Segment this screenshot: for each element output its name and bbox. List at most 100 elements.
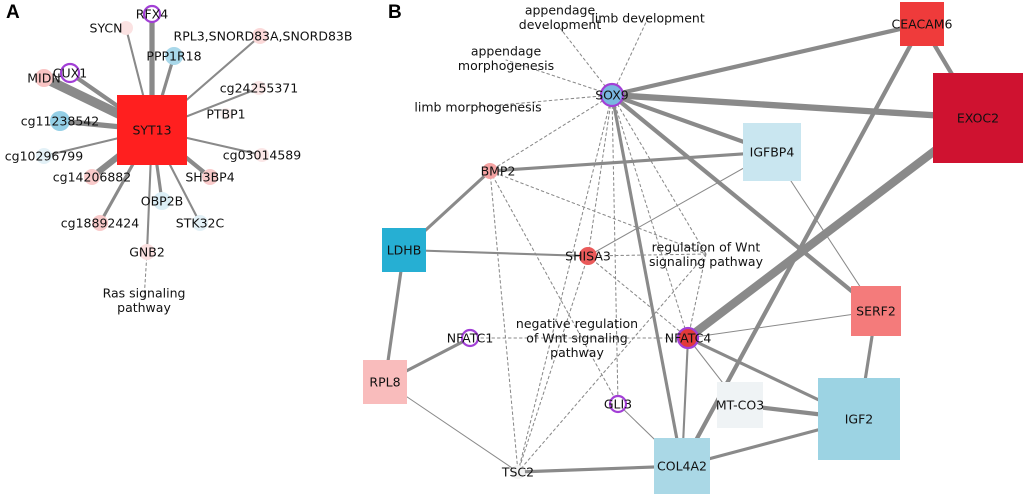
node-ceacam6[interactable]: CEACAM6: [892, 2, 953, 46]
edge-regulation-of-wnt-signaling-pathway-tsc2: [517, 253, 707, 473]
edge-sox9-appendage-morphogenesis: [505, 59, 613, 96]
node-cg24255371[interactable]: cg24255371: [220, 81, 298, 96]
node-label-sycn: SYCN: [90, 21, 123, 36]
edge-serf2-nfatc4: [687, 310, 877, 339]
node-label-sox9: SOX9: [595, 88, 629, 103]
edge-bmp2-tsc2: [489, 170, 519, 473]
node-label-rpl8: RPL8: [369, 375, 400, 390]
edge-ldhb-shisa3: [402, 248, 590, 258]
node-label-cg14206882: cg14206882: [53, 170, 131, 185]
panel-b-label: B: [388, 2, 402, 23]
edge-sox9-appendage-development: [559, 27, 613, 96]
node-label-limb-development: limb development: [591, 11, 705, 26]
node-label-ptbp1: PTBP1: [206, 107, 245, 122]
node-label-tsc2: TSC2: [501, 465, 534, 480]
node-rpl3-snord83a-snord83b[interactable]: RPL3,SNORD83A,SNORD83B: [174, 28, 353, 44]
node-label-ceacam6: CEACAM6: [892, 17, 953, 32]
edge-sox9-nfatc4: [611, 94, 689, 339]
node-gnb2[interactable]: GNB2: [129, 244, 165, 260]
node-label-exoc2: EXOC2: [957, 111, 999, 126]
edge-shisa3-tsc2: [517, 255, 589, 473]
node-label-cg18892424: cg18892424: [61, 216, 139, 231]
node-nfatc1[interactable]: NFATC1: [447, 328, 494, 348]
node-igfbp4[interactable]: IGFBP4: [743, 123, 801, 181]
node-label-rfx4: RFX4: [136, 7, 168, 22]
node-label-cg03014589: cg03014589: [223, 148, 301, 163]
node-ptbp1[interactable]: PTBP1: [206, 107, 245, 122]
node-cux1[interactable]: CUX1: [53, 62, 87, 84]
node-midn[interactable]: MIDN: [27, 69, 61, 87]
node-cg10296799[interactable]: cg10296799: [5, 148, 83, 164]
node-ppp1r18[interactable]: PPP1R18: [146, 47, 202, 65]
node-serf2[interactable]: SERF2: [851, 286, 901, 336]
node-label-bmp2: BMP2: [481, 164, 516, 179]
edge-exoc2-nfatc4: [683, 113, 983, 343]
node-rfx4[interactable]: RFX4: [136, 4, 168, 24]
node-label-serf2: SERF2: [856, 304, 896, 319]
edge-gnb2-ras-signaling-pathway: [143, 251, 148, 301]
node-label-ppp1r18: PPP1R18: [146, 49, 201, 64]
node-label-col4a2: COL4A2: [657, 459, 707, 474]
node-syt13[interactable]: SYT13: [117, 95, 187, 165]
node-label-shisa3: SHISA3: [565, 249, 611, 264]
node-label-cux1: CUX1: [53, 66, 87, 81]
edge-bmp2-gli3: [489, 170, 619, 405]
node-label-cg24255371: cg24255371: [220, 81, 298, 96]
edge-shisa3-nfatc4: [587, 255, 689, 339]
node-igf2[interactable]: IGF2: [818, 378, 900, 460]
node-label-nfatc4: NFATC4: [665, 331, 712, 346]
node-sox9[interactable]: SOX9: [595, 82, 629, 108]
node-label-ldhb: LDHB: [387, 243, 422, 258]
node-label-syt13: SYT13: [132, 123, 171, 138]
node-cg03014589[interactable]: cg03014589: [223, 148, 301, 163]
node-obp2b[interactable]: OBP2B: [141, 192, 183, 210]
node-sh3bp4[interactable]: SH3BP4: [185, 169, 235, 185]
edge-sox9-tsc2: [517, 94, 613, 473]
edge-sox9-col4a2: [610, 93, 684, 468]
node-cg14206882[interactable]: cg14206882: [53, 169, 131, 185]
node-label-sh3bp4: SH3BP4: [185, 170, 234, 185]
edge-igfbp4-shisa3: [587, 151, 773, 257]
node-label-obp2b: OBP2B: [141, 194, 183, 209]
node-cg18892424[interactable]: cg18892424: [61, 215, 139, 231]
node-label-gli3: GLI3: [604, 397, 632, 412]
node-exoc2[interactable]: EXOC2: [933, 73, 1023, 163]
node-label-igf2: IGF2: [845, 412, 874, 427]
node-bmp2[interactable]: BMP2: [481, 163, 516, 179]
node-sycn[interactable]: SYCN: [90, 21, 133, 36]
edge-sox9-shisa3: [587, 94, 613, 257]
node-label-stk32c: STK32C: [176, 216, 225, 231]
node-ldhb[interactable]: LDHB: [382, 228, 426, 272]
node-nfatc4[interactable]: NFATC4: [665, 326, 712, 350]
node-limb-development[interactable]: limb development: [591, 11, 705, 26]
node-label-mt-co3: MT-CO3: [716, 398, 764, 413]
edge-sox9-regulation-of-wnt-signaling-pathway: [611, 94, 707, 255]
node-cg11238542[interactable]: cg11238542: [21, 111, 99, 131]
node-rpl8[interactable]: RPL8: [363, 360, 407, 404]
node-limb-morphogenesis[interactable]: limb morphogenesis: [414, 100, 541, 115]
edge-sox9-bmp2: [489, 94, 613, 172]
node-tsc2[interactable]: TSC2: [501, 465, 534, 480]
node-mt-co3[interactable]: MT-CO3: [716, 382, 764, 428]
node-gli3[interactable]: GLI3: [604, 394, 632, 414]
node-label-cg10296799: cg10296799: [5, 149, 83, 164]
edge-igfbp4-bmp2: [488, 150, 774, 173]
edge-sox9-exoc2: [608, 91, 982, 122]
node-stk32c[interactable]: STK32C: [176, 215, 225, 231]
node-label-midn: MIDN: [27, 71, 60, 86]
node-shisa3[interactable]: SHISA3: [565, 247, 611, 265]
node-col4a2[interactable]: COL4A2: [654, 438, 710, 494]
node-label-nfatc1: NFATC1: [447, 331, 494, 346]
